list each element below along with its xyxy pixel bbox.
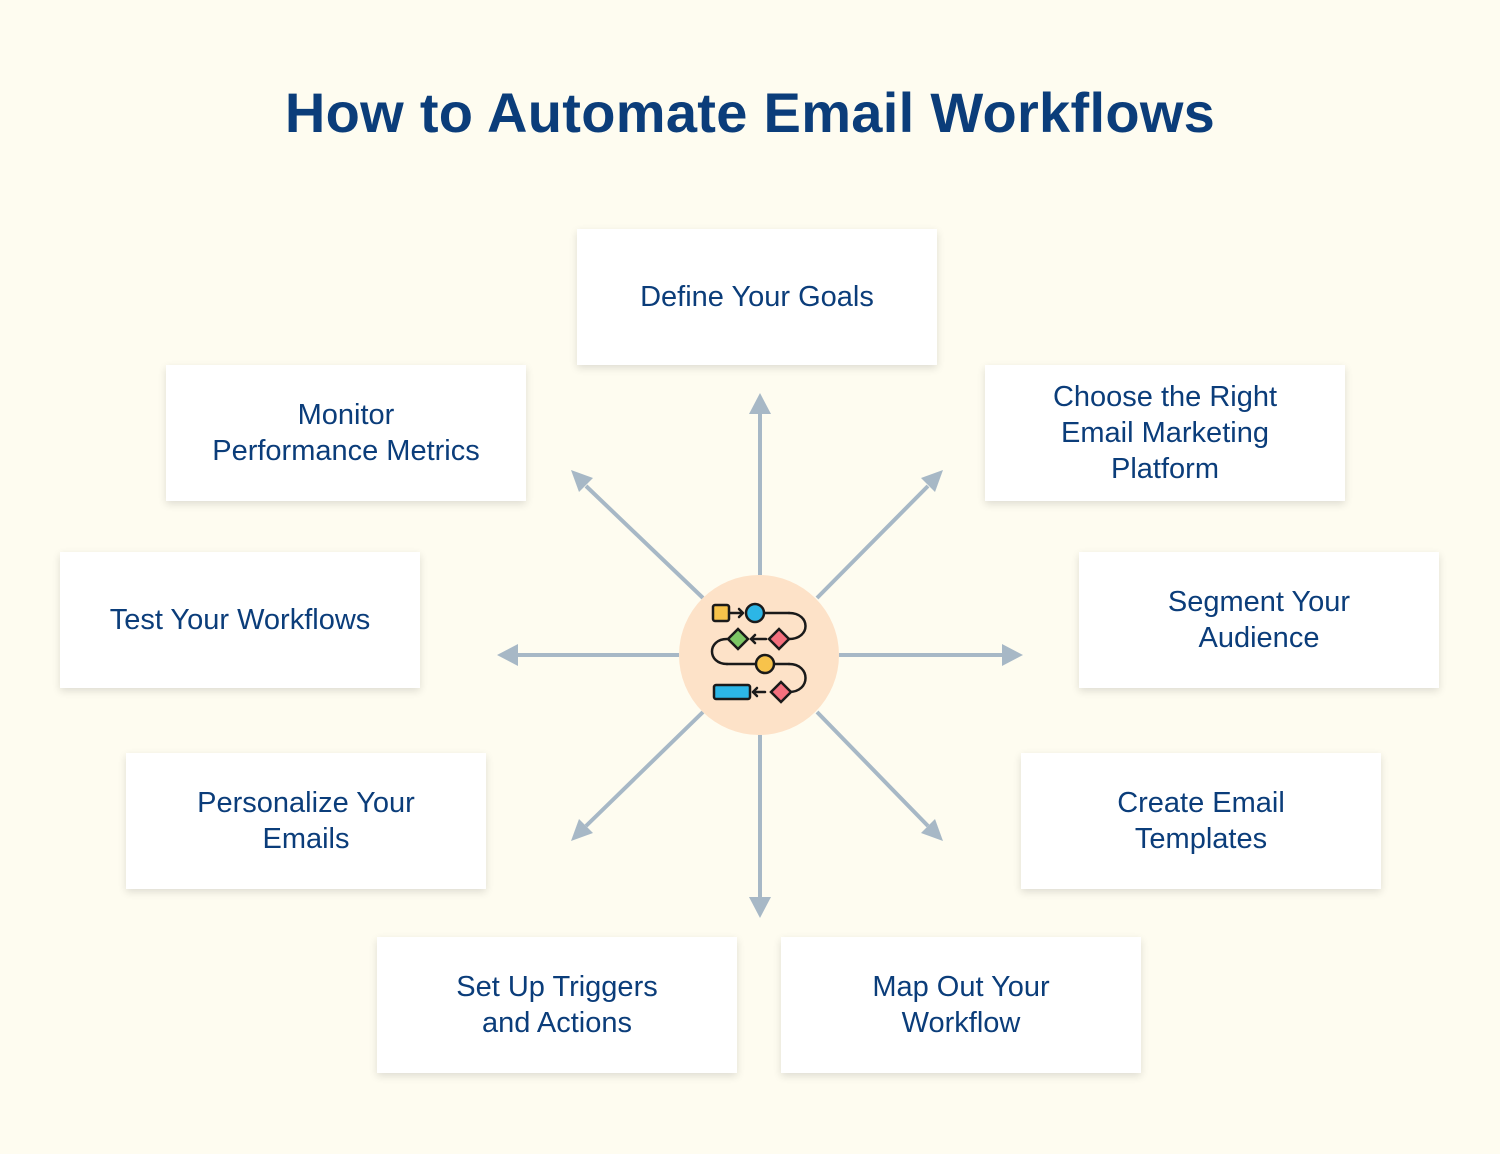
- arrow-up-right: [815, 484, 930, 600]
- step-label: Segment Your Audience: [1167, 586, 1351, 654]
- arrow-up-left: [584, 484, 705, 600]
- arrowhead-up-left: [571, 470, 593, 492]
- workflow-flowchart-icon: [710, 602, 807, 704]
- arrowhead-down-right: [921, 819, 943, 841]
- step-label: Create Email Templates: [1117, 787, 1285, 855]
- step-label: Define Your Goals: [640, 281, 874, 313]
- step-label: Monitor Performance Metrics: [212, 399, 480, 467]
- step-label: Map Out Your Workflow: [872, 971, 1050, 1039]
- step-label: Choose the Right Email Marketing Platfor…: [1052, 381, 1278, 485]
- step-monitor-metrics: Monitor Performance Metrics: [166, 365, 526, 501]
- arrow-down-left: [584, 710, 705, 828]
- arrowhead-down: [749, 897, 771, 918]
- step-label: Test Your Workflows: [109, 604, 371, 636]
- step-test-workflows: Test Your Workflows: [60, 552, 420, 688]
- step-set-triggers: Set Up Triggers and Actions: [377, 937, 737, 1073]
- step-choose-platform: Choose the Right Email Marketing Platfor…: [985, 365, 1345, 501]
- step-map-workflow: Map Out Your Workflow: [781, 937, 1141, 1073]
- step-personalize-emails: Personalize Your Emails: [126, 753, 486, 889]
- step-segment-audience: Segment Your Audience: [1079, 552, 1439, 688]
- arrowhead-down-left: [571, 819, 593, 841]
- arrowhead-left: [497, 644, 518, 666]
- arrowhead-right: [1002, 644, 1023, 666]
- page-title: How to Automate Email Workflows: [284, 81, 1216, 144]
- workflow-hub: [679, 575, 839, 735]
- arrowhead-up: [749, 393, 771, 414]
- step-create-templates: Create Email Templates: [1021, 753, 1381, 889]
- arrowhead-up-right: [921, 470, 943, 492]
- step-label: Set Up Triggers and Actions: [456, 971, 658, 1039]
- step-label: Personalize Your Emails: [197, 787, 415, 855]
- arrow-down-right: [815, 710, 930, 828]
- step-define-goals: Define Your Goals: [577, 229, 937, 365]
